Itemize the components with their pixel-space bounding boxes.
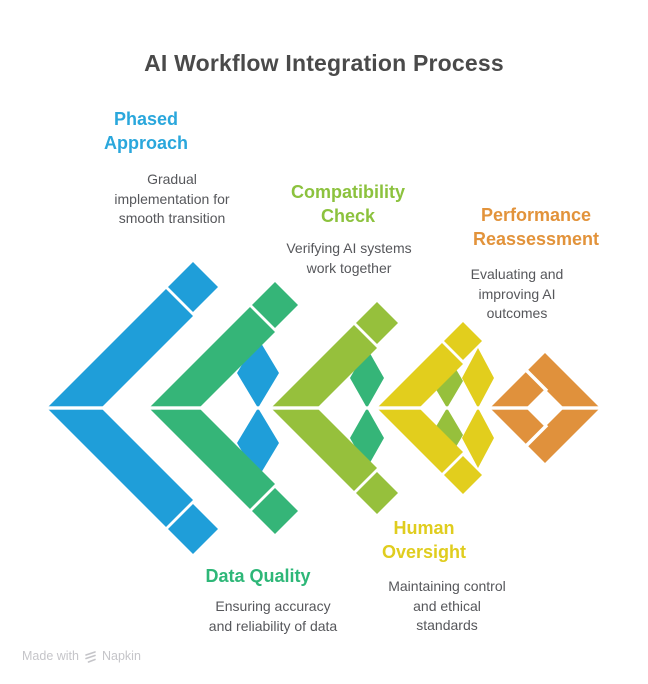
shape-human-oversight [377, 322, 494, 494]
step-description-performance-reassessment: Evaluating and improving AI outcomes [470, 266, 564, 321]
watermark-brand: Napkin [101, 649, 141, 663]
step-description-data-quality: Ensuring accuracy and reliability of dat… [208, 598, 338, 634]
step-description-compatibility-check: Verifying AI systems work together [286, 240, 412, 276]
napkin-logo-icon [85, 650, 96, 663]
step-label-compatibility-check: Compatibility Check [290, 182, 405, 226]
made-with-napkin-watermark[interactable]: Made with Napkin [22, 649, 141, 663]
step-label-performance-reassessment: Performance Reassessment [472, 205, 600, 249]
step-description-human-oversight: Maintaining control and ethical standard… [388, 578, 506, 633]
step-label-human-oversight: Human Oversight [381, 518, 467, 562]
page-title: AI Workflow Integration Process [144, 50, 504, 76]
step-description-phased-approach: Gradual implementation for smooth transi… [114, 171, 230, 226]
step-label-phased-approach: Phased Approach [103, 109, 188, 153]
step-label-data-quality: Data Quality [205, 566, 311, 586]
slit-lines [42, 361, 604, 455]
watermark-prefix: Made with [22, 649, 79, 663]
shape-performance-reassessment [490, 353, 600, 463]
